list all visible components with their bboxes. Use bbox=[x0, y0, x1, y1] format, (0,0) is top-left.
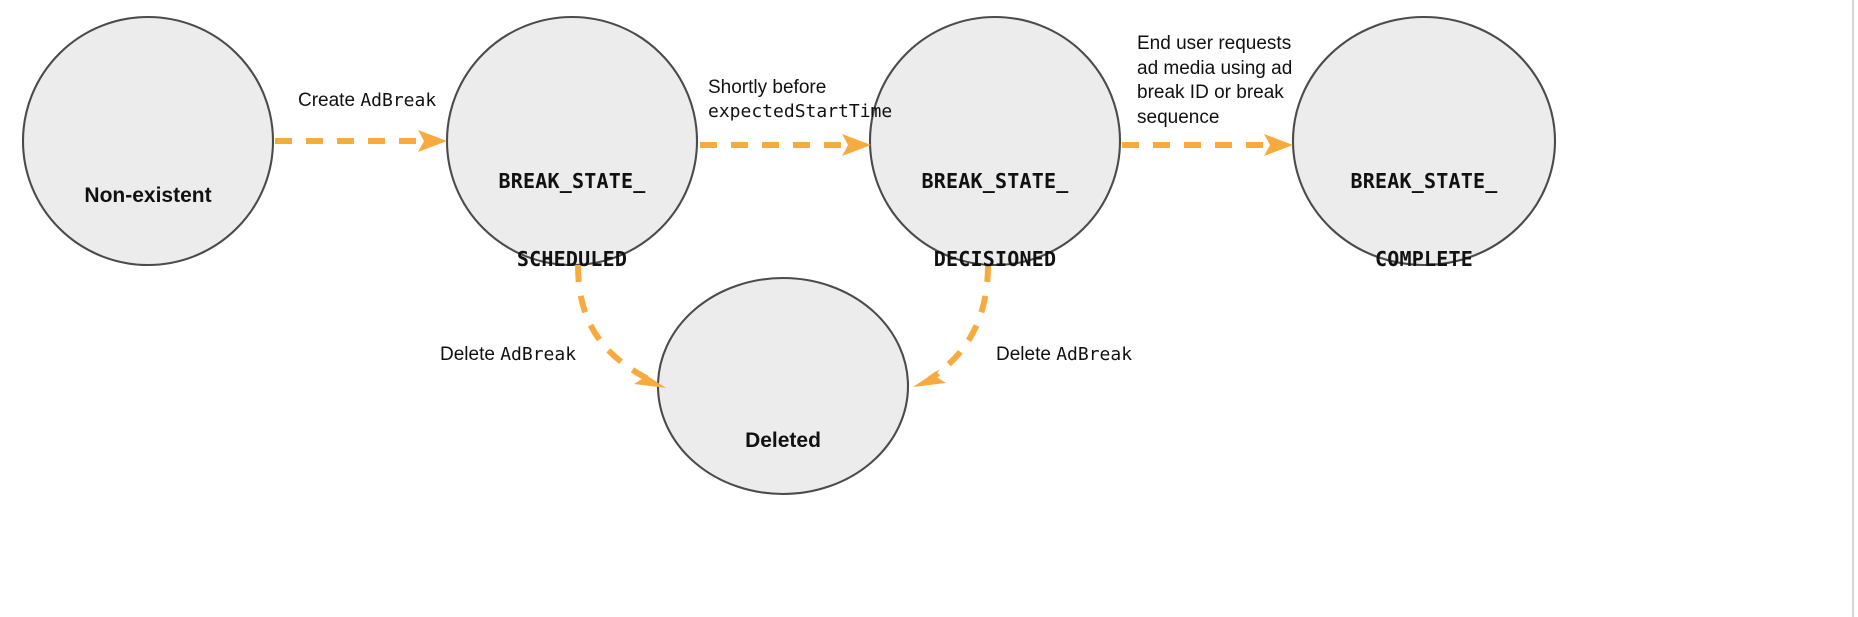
edge-label-create-adbreak: Create AdBreak bbox=[298, 90, 437, 111]
arrow-head-icon bbox=[418, 130, 447, 152]
edge-delete-adbreak-from-scheduled bbox=[575, 264, 666, 388]
node-non-existent[interactable] bbox=[21, 15, 275, 267]
node-deleted[interactable] bbox=[656, 276, 910, 496]
edge-delete-adbreak-from-decisioned bbox=[913, 264, 991, 387]
arrow-head-icon bbox=[1264, 134, 1293, 156]
edge-create-adbreak bbox=[275, 130, 447, 152]
edge-shortly-before bbox=[700, 134, 871, 156]
arrow-head-icon bbox=[913, 369, 946, 387]
edge-label-shortly-before: Shortly before expectedStartTime bbox=[708, 77, 893, 123]
node-break-state-scheduled[interactable] bbox=[445, 15, 699, 267]
edge-label-end-user-requests: End user requests ad media using ad brea… bbox=[1137, 33, 1293, 129]
edge-label-delete-adbreak-from-scheduled: Delete AdBreak bbox=[440, 344, 577, 365]
arrow-head-icon bbox=[634, 371, 666, 388]
node-break-state-decisioned[interactable] bbox=[868, 15, 1122, 267]
edge-label-delete-adbreak-from-decisioned: Delete AdBreak bbox=[996, 344, 1133, 365]
node-break-state-complete[interactable] bbox=[1291, 15, 1557, 267]
edge-end-user-requests bbox=[1122, 134, 1293, 156]
arrow-head-icon bbox=[842, 134, 871, 156]
